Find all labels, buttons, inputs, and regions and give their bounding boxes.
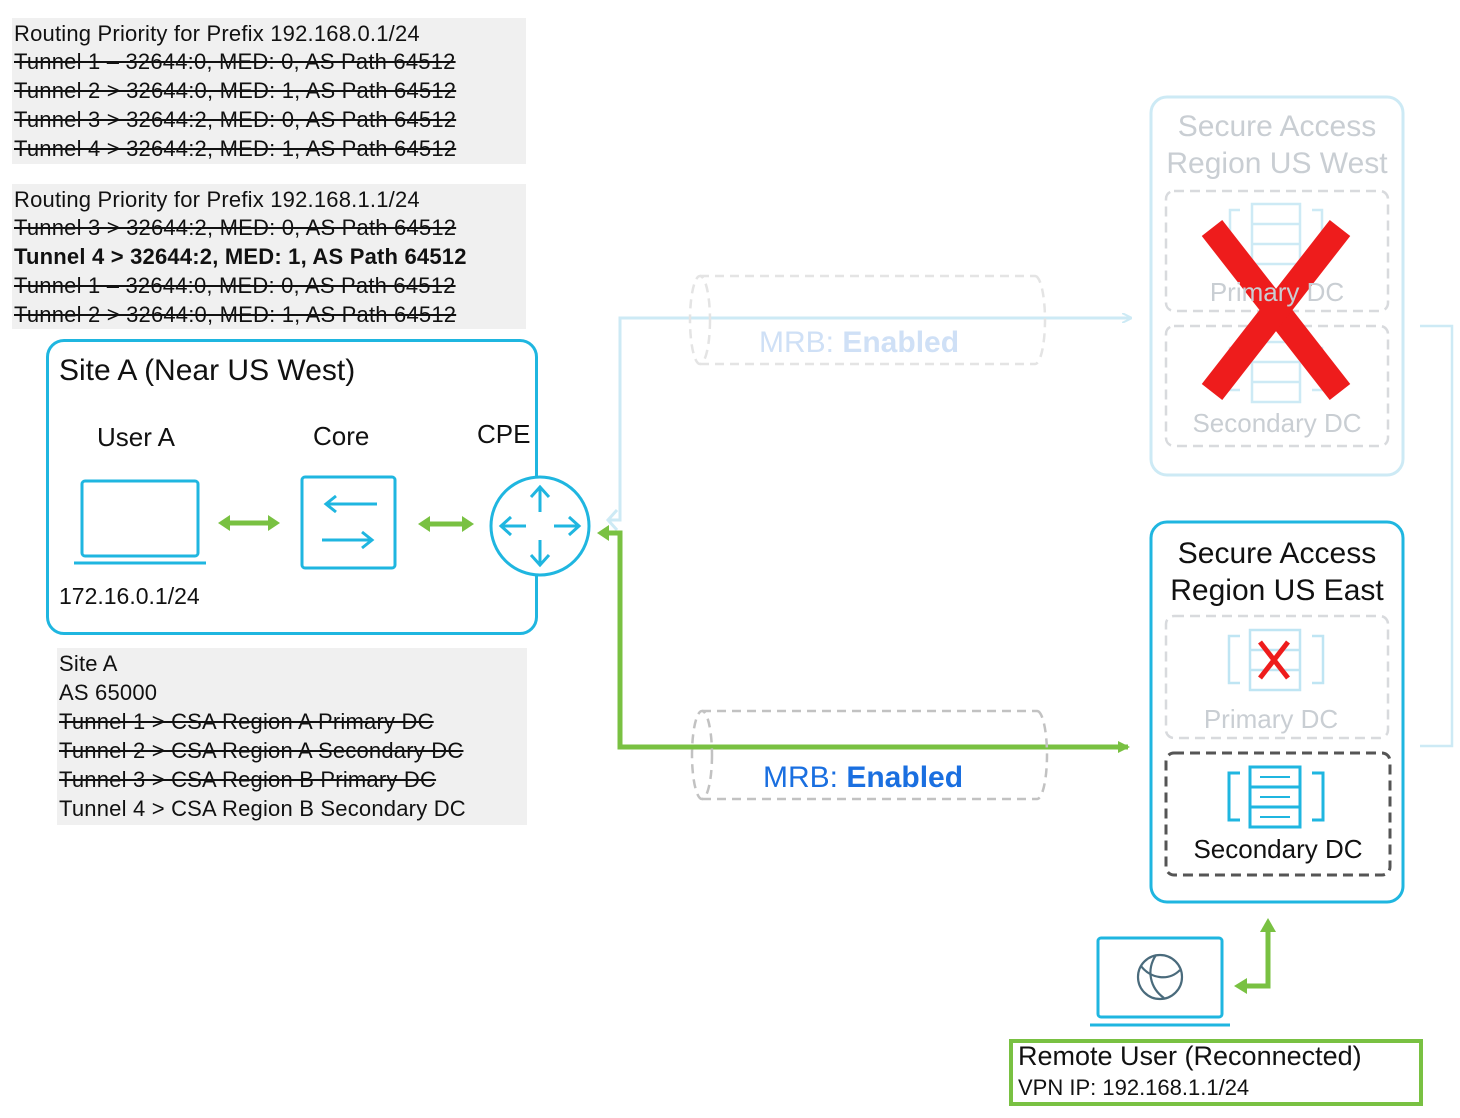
east-tunnel-prefix: MRB: — [763, 761, 847, 794]
site-info-box — [57, 648, 527, 825]
east-tunnel-label: MRB: Enabled — [763, 761, 963, 795]
region-west-title: Secure Access Region US West — [1151, 108, 1403, 182]
region-east-title-line-2: Region US East — [1170, 574, 1384, 607]
region-east-title: Secure Access Region US East — [1151, 535, 1403, 609]
routing-table-1-row-2: Tunnel 2 > 32644:0, MED: 1, AS Path 6451… — [14, 78, 457, 103]
remote-user-box — [1009, 1039, 1423, 1106]
switch-icon — [300, 475, 397, 570]
region-east-primary-dc-label: Primary DC — [1203, 704, 1339, 734]
region-east-primary-server-icon — [1227, 628, 1325, 692]
east-tunnel — [690, 709, 1049, 801]
routing-table-2-title: Routing Priority for Prefix 192.168.1.1/… — [14, 187, 420, 212]
remote-user-arrow — [1234, 918, 1276, 994]
site-info-line-4: Tunnel 2 > CSA Region A Secondary DC — [59, 738, 464, 763]
globe-icon — [1136, 953, 1184, 1001]
region-west-title-line-2: Region US West — [1166, 147, 1388, 180]
site-info-line-5: Tunnel 3 > CSA Region B Primary DC — [59, 767, 437, 792]
site-info-line-6: Tunnel 4 > CSA Region B Secondary DC — [59, 796, 466, 821]
routing-table-2-row-3: Tunnel 1 – 32644:0, MED: 0, AS Path 6451… — [14, 273, 456, 298]
site-info-line-3: Tunnel 1 > CSA Region A Primary DC — [59, 709, 434, 734]
east-path-line — [597, 525, 1130, 753]
region-east-primary-dc-box — [1164, 614, 1390, 740]
region-east-secondary-dc-label: Secondary DC — [1193, 834, 1363, 864]
routing-table-1-row-1: Tunnel 1 – 32644:0, MED: 0, AS Path 6451… — [14, 49, 456, 74]
west-tunnel — [688, 274, 1047, 366]
west-path-line — [605, 318, 1130, 532]
remote-laptop-icon — [1090, 936, 1230, 1027]
primary-dc-failure-x-icon — [1258, 640, 1290, 680]
user-a-ip: 172.16.0.1/24 — [59, 583, 200, 609]
region-west-primary-dc-label: Primary DC — [1209, 277, 1345, 307]
west-tunnel-status: Enabled — [842, 326, 960, 359]
west-tunnel-prefix: MRB: — [759, 326, 843, 359]
remote-user-vpn-ip: VPN IP: 192.168.1.1/24 — [1018, 1075, 1250, 1100]
core-label: Core — [313, 421, 370, 451]
remote-user-name: Remote User (Reconnected) — [1018, 1041, 1362, 1071]
cpe-label: CPE — [477, 419, 531, 449]
west-tunnel-label: MRB: Enabled — [759, 326, 959, 360]
east-tunnel-status: Enabled — [846, 761, 964, 794]
laptop-icon — [74, 479, 206, 565]
link-user-core-arrow — [218, 515, 280, 531]
user-a-label: User A — [97, 422, 176, 452]
routing-table-1-row-3: Tunnel 3 > 32644:2, MED: 0, AS Path 6451… — [14, 107, 457, 132]
region-east-secondary-dc-box — [1164, 751, 1392, 877]
routing-table-1 — [12, 18, 526, 164]
region-west-box — [1149, 95, 1405, 477]
region-east-secondary-server-icon — [1227, 765, 1325, 829]
region-east-box — [1149, 520, 1405, 904]
site-info-line-1: Site A — [59, 651, 118, 676]
region-west-secondary-dc-label: Secondary DC — [1192, 408, 1362, 438]
routing-table-2-row-4: Tunnel 2 > 32644:0, MED: 1, AS Path 6451… — [14, 302, 457, 327]
region-east-title-line-1: Secure Access — [1177, 537, 1377, 570]
region-west-failure-x-icon — [1201, 220, 1351, 400]
site-info-line-2: AS 65000 — [59, 680, 158, 705]
link-core-cpe-arrow — [418, 516, 474, 532]
routing-table-1-title: Routing Priority for Prefix 192.168.0.1/… — [14, 21, 420, 46]
region-connector-line — [1420, 324, 1454, 748]
router-icon — [489, 475, 591, 577]
routing-table-1-row-4: Tunnel 4 > 32644:2, MED: 1, AS Path 6451… — [14, 136, 457, 161]
region-west-title-line-1: Secure Access — [1177, 110, 1377, 143]
routing-table-2 — [12, 184, 526, 329]
routing-table-2-row-2: Tunnel 4 > 32644:2, MED: 1, AS Path 6451… — [14, 244, 467, 269]
routing-table-2-row-1: Tunnel 3 > 32644:2, MED: 0, AS Path 6451… — [14, 215, 457, 240]
site-a-title: Site A (Near US West) — [59, 354, 356, 387]
